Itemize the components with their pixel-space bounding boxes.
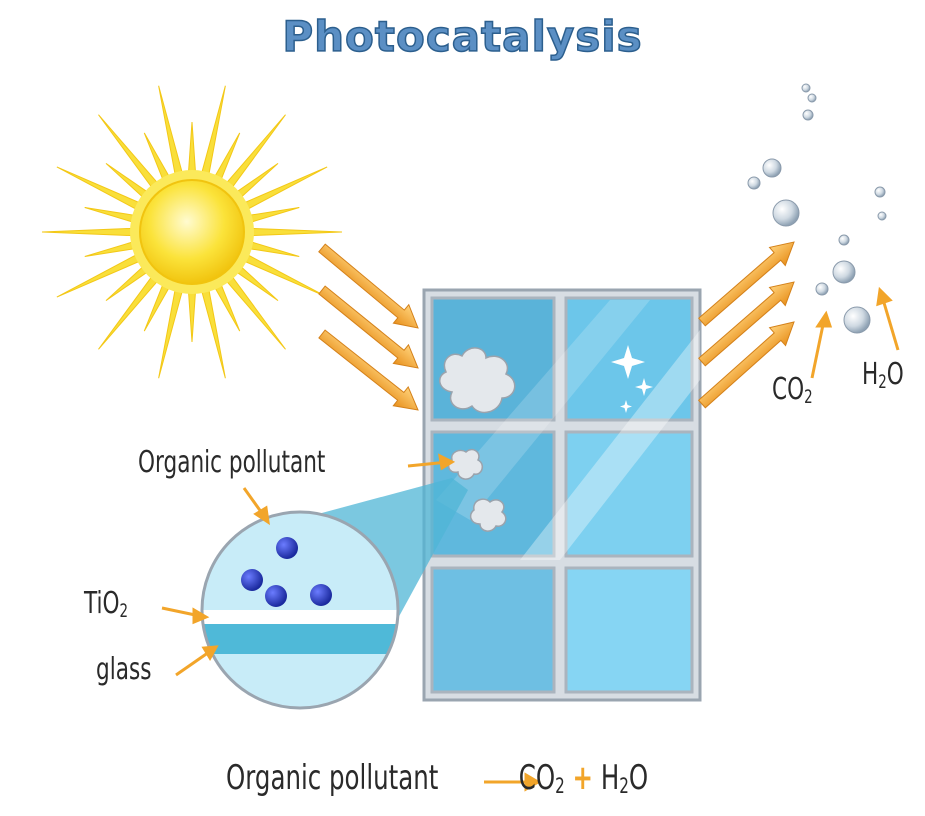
bubble xyxy=(762,158,782,178)
particle xyxy=(276,537,298,559)
co2-label: CO2 xyxy=(772,372,813,408)
particle xyxy=(310,584,332,606)
h2o-label: H2O xyxy=(862,357,904,393)
bubble xyxy=(801,83,811,93)
sparkle-icon xyxy=(611,345,653,413)
bubble xyxy=(874,186,886,198)
sun-ray xyxy=(239,166,328,213)
output-arrow xyxy=(698,281,795,367)
reaction-equation: Organic pollutant CO2 + H2O xyxy=(226,758,648,798)
sun-ray xyxy=(187,121,197,178)
light-arrow xyxy=(318,285,419,369)
diagram-title: Photocatalysis xyxy=(282,11,643,62)
tio2-label: TiO2 xyxy=(84,586,129,622)
bubble xyxy=(877,211,887,221)
bubble xyxy=(815,282,829,296)
product-co2: CO2 xyxy=(518,758,565,798)
output-arrow xyxy=(697,321,795,409)
bubble xyxy=(772,199,800,227)
light-arrow xyxy=(318,243,419,329)
bubble xyxy=(747,176,761,190)
output-arrow xyxy=(698,241,795,327)
bubbles xyxy=(747,83,887,334)
bubble xyxy=(807,93,817,103)
plus-sign: + xyxy=(572,758,594,798)
equation-arrow xyxy=(484,772,541,792)
particle xyxy=(265,585,287,607)
bubble xyxy=(838,234,850,246)
sun-ray xyxy=(56,166,145,213)
sun-ray xyxy=(56,251,145,298)
organic-pollutant-label: Organic pollutant xyxy=(138,445,326,480)
label-pointers xyxy=(161,286,900,677)
sun-ray xyxy=(187,286,197,343)
sun-disc xyxy=(139,179,245,285)
incoming-light-arrows xyxy=(318,243,419,411)
bubble xyxy=(802,109,814,121)
glass-label: glass xyxy=(96,652,152,687)
light-arrow xyxy=(318,329,419,411)
zoom-funnel xyxy=(318,478,468,622)
pollutant-blob xyxy=(439,347,516,532)
tio2-particles xyxy=(241,537,332,607)
bubble xyxy=(832,260,856,284)
particle xyxy=(241,569,263,591)
reactant-label: Organic pollutant xyxy=(226,758,439,798)
sun-ray xyxy=(41,227,138,237)
outgoing-arrows xyxy=(697,241,795,409)
product-h2o: H2O xyxy=(600,758,649,798)
bubble xyxy=(843,306,871,334)
sun-icon xyxy=(41,85,343,379)
sun-ray xyxy=(239,251,328,298)
sun-ray xyxy=(246,227,343,237)
